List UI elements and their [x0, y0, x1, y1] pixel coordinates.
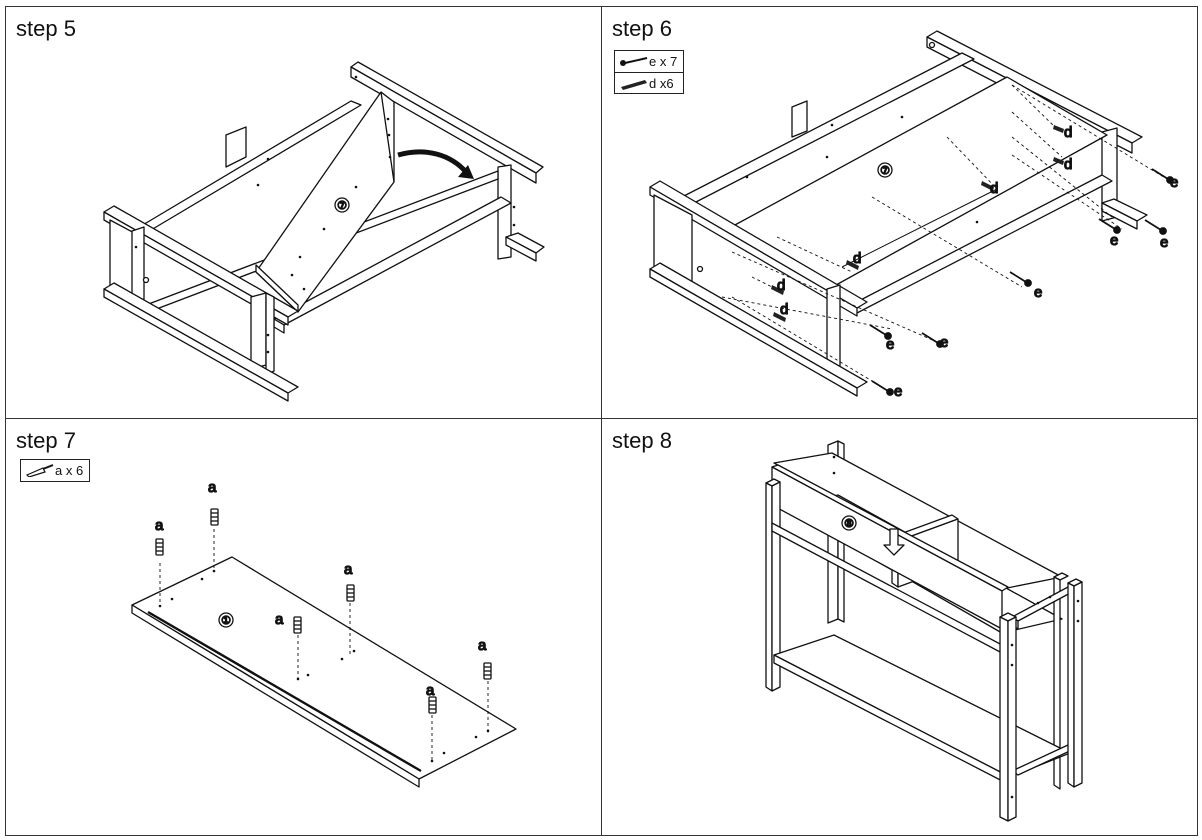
cam-bolt-icon [483, 662, 492, 680]
panel-7 [255, 91, 395, 313]
step-7-panel: step 7 a x 6 [5, 418, 602, 836]
step-6-panel: step 6 e x 7 d x6 [601, 6, 1198, 419]
step-6-illustration: ⑦ [649, 30, 1179, 401]
dowels-d [771, 125, 1064, 322]
callouts-a: a a a a a a [154, 478, 487, 699]
callout-d: d [853, 250, 861, 267]
step-6-title: step 6 [612, 16, 672, 41]
cam-bolt-icon [25, 464, 54, 477]
frame-holes [134, 75, 516, 354]
panel-7-label: ⑦ [337, 200, 347, 212]
board-1-label: ① [221, 615, 231, 627]
callouts-d: d d d d d d [776, 123, 1073, 318]
callout-e: e [886, 336, 894, 353]
screws-e [869, 168, 1174, 396]
step-7-hardware-legend: a x 6 [20, 459, 90, 482]
legend-row-screw-e: e x 7 [615, 51, 683, 72]
callout-d: d [990, 180, 998, 197]
cam-bolt-icon [293, 616, 302, 634]
callout-e: e [1160, 234, 1168, 251]
callout-e: e [940, 334, 948, 351]
callout-d: d [780, 301, 788, 318]
step-8-title: step 8 [612, 428, 672, 453]
callouts-e: e e e e e e e [885, 173, 1179, 400]
callout-a: a [344, 561, 353, 578]
cam-bolt-icon [210, 508, 219, 526]
cam-bolts-a [155, 508, 492, 714]
long-rail-front [273, 196, 512, 334]
cam-bolt-icon [155, 538, 164, 556]
step-5-title: step 5 [16, 16, 76, 41]
step-8-panel: step 8 ⑧ [601, 418, 1198, 836]
callout-d: d [1064, 156, 1072, 173]
frame-end-far [350, 61, 545, 262]
callout-e: e [1170, 174, 1178, 191]
side-board-rear [791, 100, 808, 138]
callout-a: a [478, 637, 487, 654]
step-5-panel: step 5 [5, 6, 602, 419]
callout-e: e [1034, 284, 1042, 301]
legend-qty-dowel-d: d x6 [649, 76, 674, 91]
step-7-title: step 7 [16, 428, 76, 453]
legend-qty-screw-e: e x 7 [649, 54, 678, 69]
dowel-icon [621, 80, 647, 90]
callout-a: a [275, 611, 284, 628]
callout-a: a [208, 479, 217, 496]
post-far-right [1067, 578, 1083, 788]
step-7-illustration: ① a a a [131, 478, 517, 788]
panel-7-label: ⑦ [880, 165, 890, 177]
rotate-arrow-icon [397, 149, 474, 179]
cam-guide-lines [159, 529, 489, 761]
legend-qty-cam-a: a x 6 [55, 463, 84, 478]
arrow-down-icon [883, 528, 905, 556]
callout-a: a [426, 682, 435, 699]
frame-end-near [103, 205, 299, 402]
dowel-guide [841, 188, 998, 268]
callout-e: e [894, 383, 902, 400]
bottom-shelf [773, 634, 1071, 786]
screw-icon [620, 57, 648, 66]
step-8-illustration: ⑧ [765, 440, 1083, 822]
callout-d: d [1064, 124, 1072, 141]
legend-row-cam-a: a x 6 [21, 460, 89, 481]
cam-bolt-icon [346, 584, 355, 602]
post-holes [832, 455, 1080, 799]
step-6-hardware-legend: e x 7 d x6 [614, 50, 684, 94]
board-1 [131, 556, 517, 788]
legend-row-dowel-d: d x6 [615, 72, 683, 93]
panel-8-label: ⑧ [844, 518, 854, 530]
cam-bolt-icon [428, 696, 437, 714]
assembly-guide-lines [721, 84, 1168, 388]
post-back-right [1053, 572, 1069, 790]
callout-a: a [155, 517, 164, 534]
side-board-rear [225, 126, 247, 168]
callout-e: e [1110, 232, 1118, 249]
post-front-right [999, 612, 1017, 822]
callout-d: d [777, 277, 785, 294]
step-5-illustration: ⑦ [103, 61, 545, 402]
